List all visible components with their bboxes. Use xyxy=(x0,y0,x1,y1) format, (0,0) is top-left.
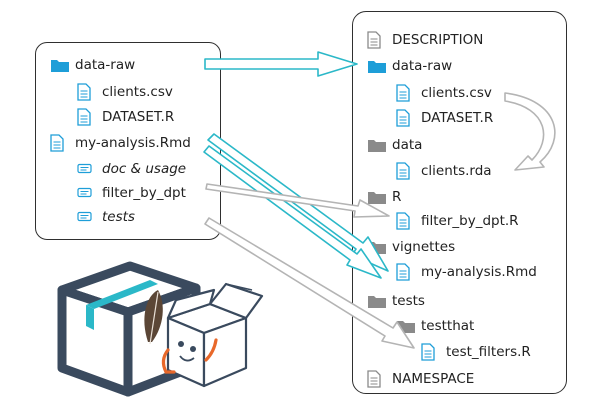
file-blue-icon xyxy=(50,134,70,152)
right-item-my-analysis-rmd[interactable]: my-analysis.Rmd xyxy=(396,263,537,281)
folder-blue-icon xyxy=(367,57,387,75)
folder-blue-icon xyxy=(50,56,70,74)
right-item-namespace[interactable]: NAMESPACE xyxy=(367,370,474,388)
left-item-my-analysis-rmd[interactable]: my-analysis.Rmd xyxy=(50,134,191,152)
file-blue-icon xyxy=(77,108,97,126)
right-item-test-filters-r[interactable]: test_filters.R xyxy=(421,343,531,361)
section-blue-icon xyxy=(77,160,97,178)
right-item-label: filter_by_dpt.R xyxy=(421,213,519,229)
section-blue-icon xyxy=(77,184,97,202)
right-item-label: data xyxy=(392,137,423,153)
file-blue-icon xyxy=(421,343,441,361)
left-item-label: doc & usage xyxy=(102,161,187,177)
folder-gray-icon xyxy=(367,292,387,310)
arrow-filter-by-dpt xyxy=(205,183,390,218)
right-item-label: R xyxy=(392,189,402,205)
arrow-tests xyxy=(204,217,415,349)
left-item-label: clients.csv xyxy=(102,84,173,100)
left-item-label: filter_by_dpt xyxy=(102,185,186,201)
arrow-doc-usage xyxy=(203,145,382,279)
left-item-dataset-r[interactable]: DATASET.R xyxy=(77,108,174,126)
file-blue-icon xyxy=(77,83,97,101)
left-item-label: my-analysis.Rmd xyxy=(75,135,191,151)
right-item-label: NAMESPACE xyxy=(392,371,475,387)
right-item-label: DATASET.R xyxy=(421,110,494,126)
folder-gray-icon xyxy=(367,188,387,206)
folder-gray-icon xyxy=(367,136,387,154)
right-item-label: data-raw xyxy=(392,58,453,74)
file-gray-icon xyxy=(367,370,387,388)
file-blue-icon xyxy=(396,212,416,230)
right-item-data-raw[interactable]: data-raw xyxy=(367,57,452,75)
file-blue-icon xyxy=(396,109,416,127)
right-item-label: tests xyxy=(392,293,425,309)
right-item-clients-rda[interactable]: clients.rda xyxy=(396,162,492,180)
right-item-label: clients.csv xyxy=(421,85,492,101)
left-item-label: tests xyxy=(102,209,135,225)
file-gray-icon xyxy=(367,31,387,49)
right-item-description[interactable]: DESCRIPTION xyxy=(367,31,483,49)
file-blue-icon xyxy=(396,263,416,281)
right-item-label: test_filters.R xyxy=(446,344,531,360)
leaf-illustration xyxy=(144,290,163,342)
file-blue-icon xyxy=(396,162,416,180)
right-item-clients-csv[interactable]: clients.csv xyxy=(396,84,492,102)
right-item-filter-by-dpt-r[interactable]: filter_by_dpt.R xyxy=(396,212,519,230)
left-item-label: data-raw xyxy=(75,57,136,73)
left-item-filter-by-dpt[interactable]: filter_by_dpt xyxy=(77,184,186,202)
right-item-label: vignettes xyxy=(392,239,456,255)
arrow-data-raw xyxy=(204,51,358,77)
right-item-testthat[interactable]: testthat xyxy=(396,317,474,335)
right-item-label: testthat xyxy=(421,318,475,334)
left-item-clients-csv[interactable]: clients.csv xyxy=(77,83,173,101)
right-item-label: DESCRIPTION xyxy=(392,32,484,48)
right-item-label: my-analysis.Rmd xyxy=(421,264,537,280)
right-item-dataset-r[interactable]: DATASET.R xyxy=(396,109,493,127)
left-item-tests[interactable]: tests xyxy=(77,208,135,226)
right-item-tests[interactable]: tests xyxy=(367,292,425,310)
left-item-data-raw[interactable]: data-raw xyxy=(50,56,135,74)
left-item-doc-usage[interactable]: doc & usage xyxy=(77,160,186,178)
section-blue-icon xyxy=(77,208,97,226)
analysis-project-panel xyxy=(35,42,221,240)
arrow-clients-rda xyxy=(504,92,556,171)
mascot-box-illustration xyxy=(161,282,264,388)
left-item-label: DATASET.R xyxy=(102,109,175,125)
right-item-r[interactable]: R xyxy=(367,188,401,206)
right-item-data[interactable]: data xyxy=(367,136,422,154)
file-blue-icon xyxy=(396,84,416,102)
right-item-label: clients.rda xyxy=(421,163,492,179)
